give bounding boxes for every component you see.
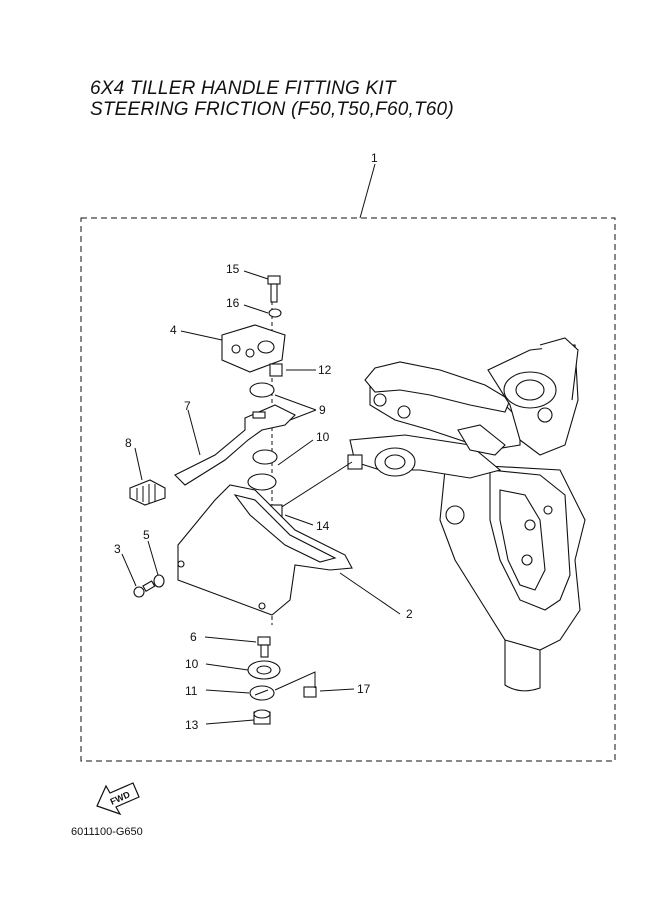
callout-2: 2 <box>406 607 413 621</box>
part-7-friction-plate <box>174 404 296 486</box>
diagram-code: 6011100-G650 <box>71 826 143 838</box>
part-8-rubber-pad <box>129 479 166 506</box>
callout-14: 14 <box>316 519 330 533</box>
callout-10-lower: 10 <box>185 657 199 671</box>
part-15-bolt <box>267 275 281 303</box>
part-13-nut <box>253 709 271 725</box>
diagram-title-line2: STEERING FRICTION (F50,T50,F60,T60) <box>90 99 454 120</box>
callout-15: 15 <box>226 262 240 276</box>
callout-5: 5 <box>143 528 150 542</box>
part-16-washer <box>268 308 282 318</box>
fwd-arrow-icon: FWD <box>96 782 140 816</box>
kit-boundary-box <box>80 217 616 762</box>
part-3-bolt <box>133 580 156 598</box>
engine-bracket-assembly <box>347 337 586 692</box>
diagram-title-line1: 6X4 TILLER HANDLE FITTING KIT <box>90 78 396 99</box>
part-10-washer-middle <box>247 473 277 491</box>
callout-10-upper: 10 <box>316 430 330 444</box>
callout-3: 3 <box>114 542 121 556</box>
part-5-washer <box>153 574 165 588</box>
callout-8: 8 <box>125 436 132 450</box>
part-11-washer <box>249 685 275 701</box>
callout-7: 7 <box>184 399 191 413</box>
callout-6: 6 <box>190 630 197 644</box>
part-10-washer-upper <box>252 449 278 465</box>
callout-11: 11 <box>185 684 198 698</box>
part-10-washer-lower <box>247 660 281 680</box>
callout-13: 13 <box>185 718 199 732</box>
callout-4: 4 <box>170 323 177 337</box>
callout-17: 17 <box>357 682 371 696</box>
part-12-nut <box>269 363 283 377</box>
part-9-washer <box>249 382 275 398</box>
callout-12: 12 <box>318 363 332 377</box>
callout-16: 16 <box>226 296 240 310</box>
part-6-bolt <box>257 636 271 658</box>
part-2-friction-bracket <box>177 484 353 616</box>
part-17-nut <box>303 686 317 698</box>
part-4-bracket <box>221 324 286 373</box>
callout-1: 1 <box>371 151 378 165</box>
callout-9: 9 <box>319 403 326 417</box>
